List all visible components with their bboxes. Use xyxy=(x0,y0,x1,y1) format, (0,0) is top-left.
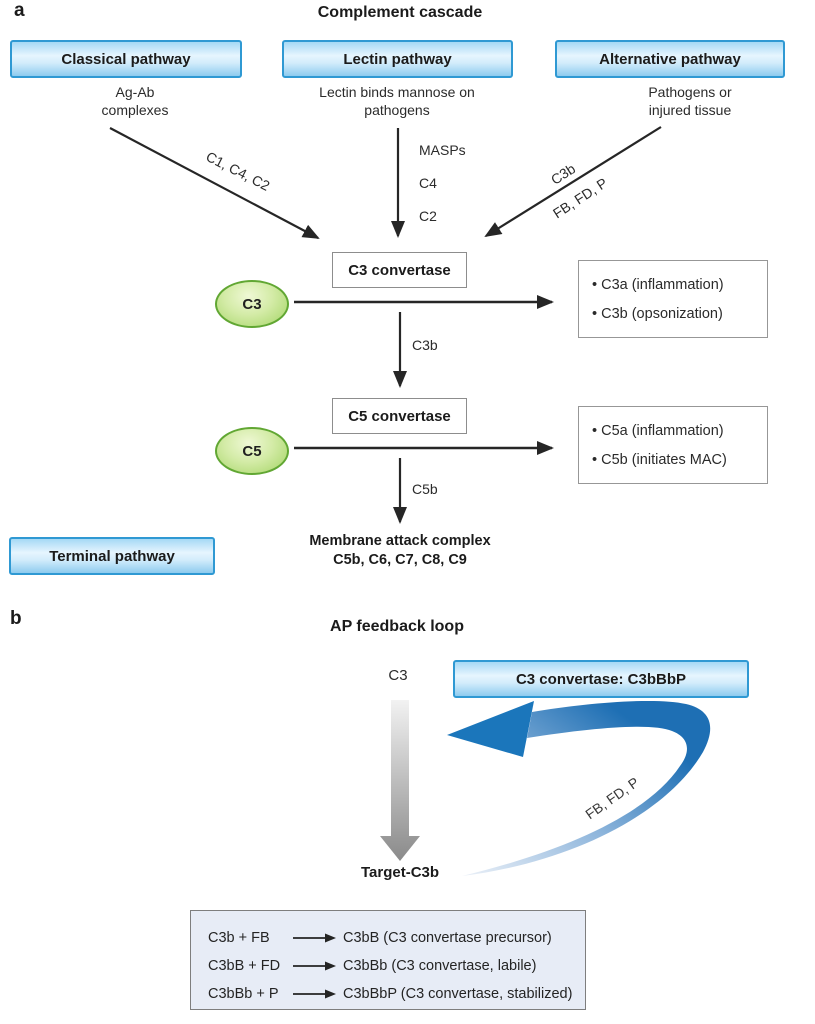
feedback-loop-arrow xyxy=(447,700,711,876)
classical-trigger-label: Ag-Ab complexes xyxy=(101,84,169,118)
panel-b-letter: b xyxy=(10,608,22,629)
mac-title-line: Membrane attack complex xyxy=(309,533,491,549)
feedback-loop-arrowhead xyxy=(447,701,534,757)
alternative-trigger-label: Pathogens or injured tissue xyxy=(648,84,732,118)
panel-a-letter: a xyxy=(14,0,25,21)
c5b-down-arrow-label: C5b xyxy=(412,481,438,497)
c3-substrate-ellipse: C3 xyxy=(215,280,289,328)
c5-products-box: • C5a (inflammation) • C5b (initiates MA… xyxy=(578,406,768,484)
c5-convertase-box: C5 convertase xyxy=(332,398,467,434)
c3a-product-line: • C3a (inflammation) xyxy=(592,277,724,293)
c3b-down-arrow-label: C3b xyxy=(412,337,438,353)
reaction-1-lhs: C3b + FB xyxy=(208,930,270,946)
c5a-product-line: • C5a (inflammation) xyxy=(592,423,724,439)
reaction-3-rhs: C3bBbP (C3 convertase, stabilized) xyxy=(343,986,573,1002)
target-c3b-label: Target-C3b xyxy=(360,864,440,881)
mac-components-line: C5b, C6, C7, C8, C9 xyxy=(333,551,467,568)
reaction-3-lhs: C3bBb + P xyxy=(208,986,279,1002)
c3b-product-line: • C3b (opsonization) xyxy=(592,306,723,322)
convertase-assembly-reactions-box: C3b + FB C3bB (C3 convertase precursor) … xyxy=(190,910,586,1010)
c5-substrate-ellipse: C5 xyxy=(215,427,289,475)
lectin-arrow-label-masps: MASPs xyxy=(419,142,466,158)
c3-products-box: • C3a (inflammation) • C3b (opsonization… xyxy=(578,260,768,338)
reaction-row-2: C3bB + FD C3bBb (C3 convertase, labile) xyxy=(208,952,585,980)
reaction-row-1: C3b + FB C3bB (C3 convertase precursor) xyxy=(208,924,585,952)
classical-arrow-label: C1, C4, C2 xyxy=(203,148,273,194)
classical-pathway-box: Classical pathway xyxy=(10,40,242,78)
reaction-arrow-icon xyxy=(293,933,336,943)
feedback-loop-label: FB, FD, P xyxy=(582,773,642,823)
reaction-2-lhs: C3bB + FD xyxy=(208,958,281,974)
panel-b-title: AP feedback loop xyxy=(330,618,464,635)
reaction-arrow-icon xyxy=(293,961,336,971)
panel-b-c3-label: C3 xyxy=(388,667,408,684)
c3-to-target-gray-arrow xyxy=(380,700,420,861)
lectin-trigger-label: Lectin binds mannose on pathogens xyxy=(319,84,475,118)
reaction-1-rhs: C3bB (C3 convertase precursor) xyxy=(343,930,552,946)
terminal-pathway-box: Terminal pathway xyxy=(9,537,215,575)
c3-convertase-c3bbbp-box: C3 convertase: C3bBbP xyxy=(453,660,749,698)
c3-convertase-box: C3 convertase xyxy=(332,252,467,288)
classical-pathway-arrow xyxy=(109,127,320,239)
c5b-product-line: • C5b (initiates MAC) xyxy=(592,452,727,468)
reaction-arrow-icon xyxy=(293,989,336,999)
alternative-arrow-label-c3b: C3b xyxy=(547,160,579,188)
alternative-pathway-box: Alternative pathway xyxy=(555,40,785,78)
lectin-arrow-label-c2: C2 xyxy=(419,208,437,224)
reaction-2-rhs: C3bBb (C3 convertase, labile) xyxy=(343,958,537,974)
reaction-row-3: C3bBb + P C3bBbP (C3 convertase, stabili… xyxy=(208,980,585,1008)
lectin-arrow-label-c4: C4 xyxy=(419,175,437,191)
lectin-pathway-box: Lectin pathway xyxy=(282,40,513,78)
alternative-pathway-arrow xyxy=(484,126,662,238)
membrane-attack-complex-label: Membrane attack complex C5b, C6, C7, C8,… xyxy=(290,532,510,570)
panel-a-title: Complement cascade xyxy=(317,4,483,21)
